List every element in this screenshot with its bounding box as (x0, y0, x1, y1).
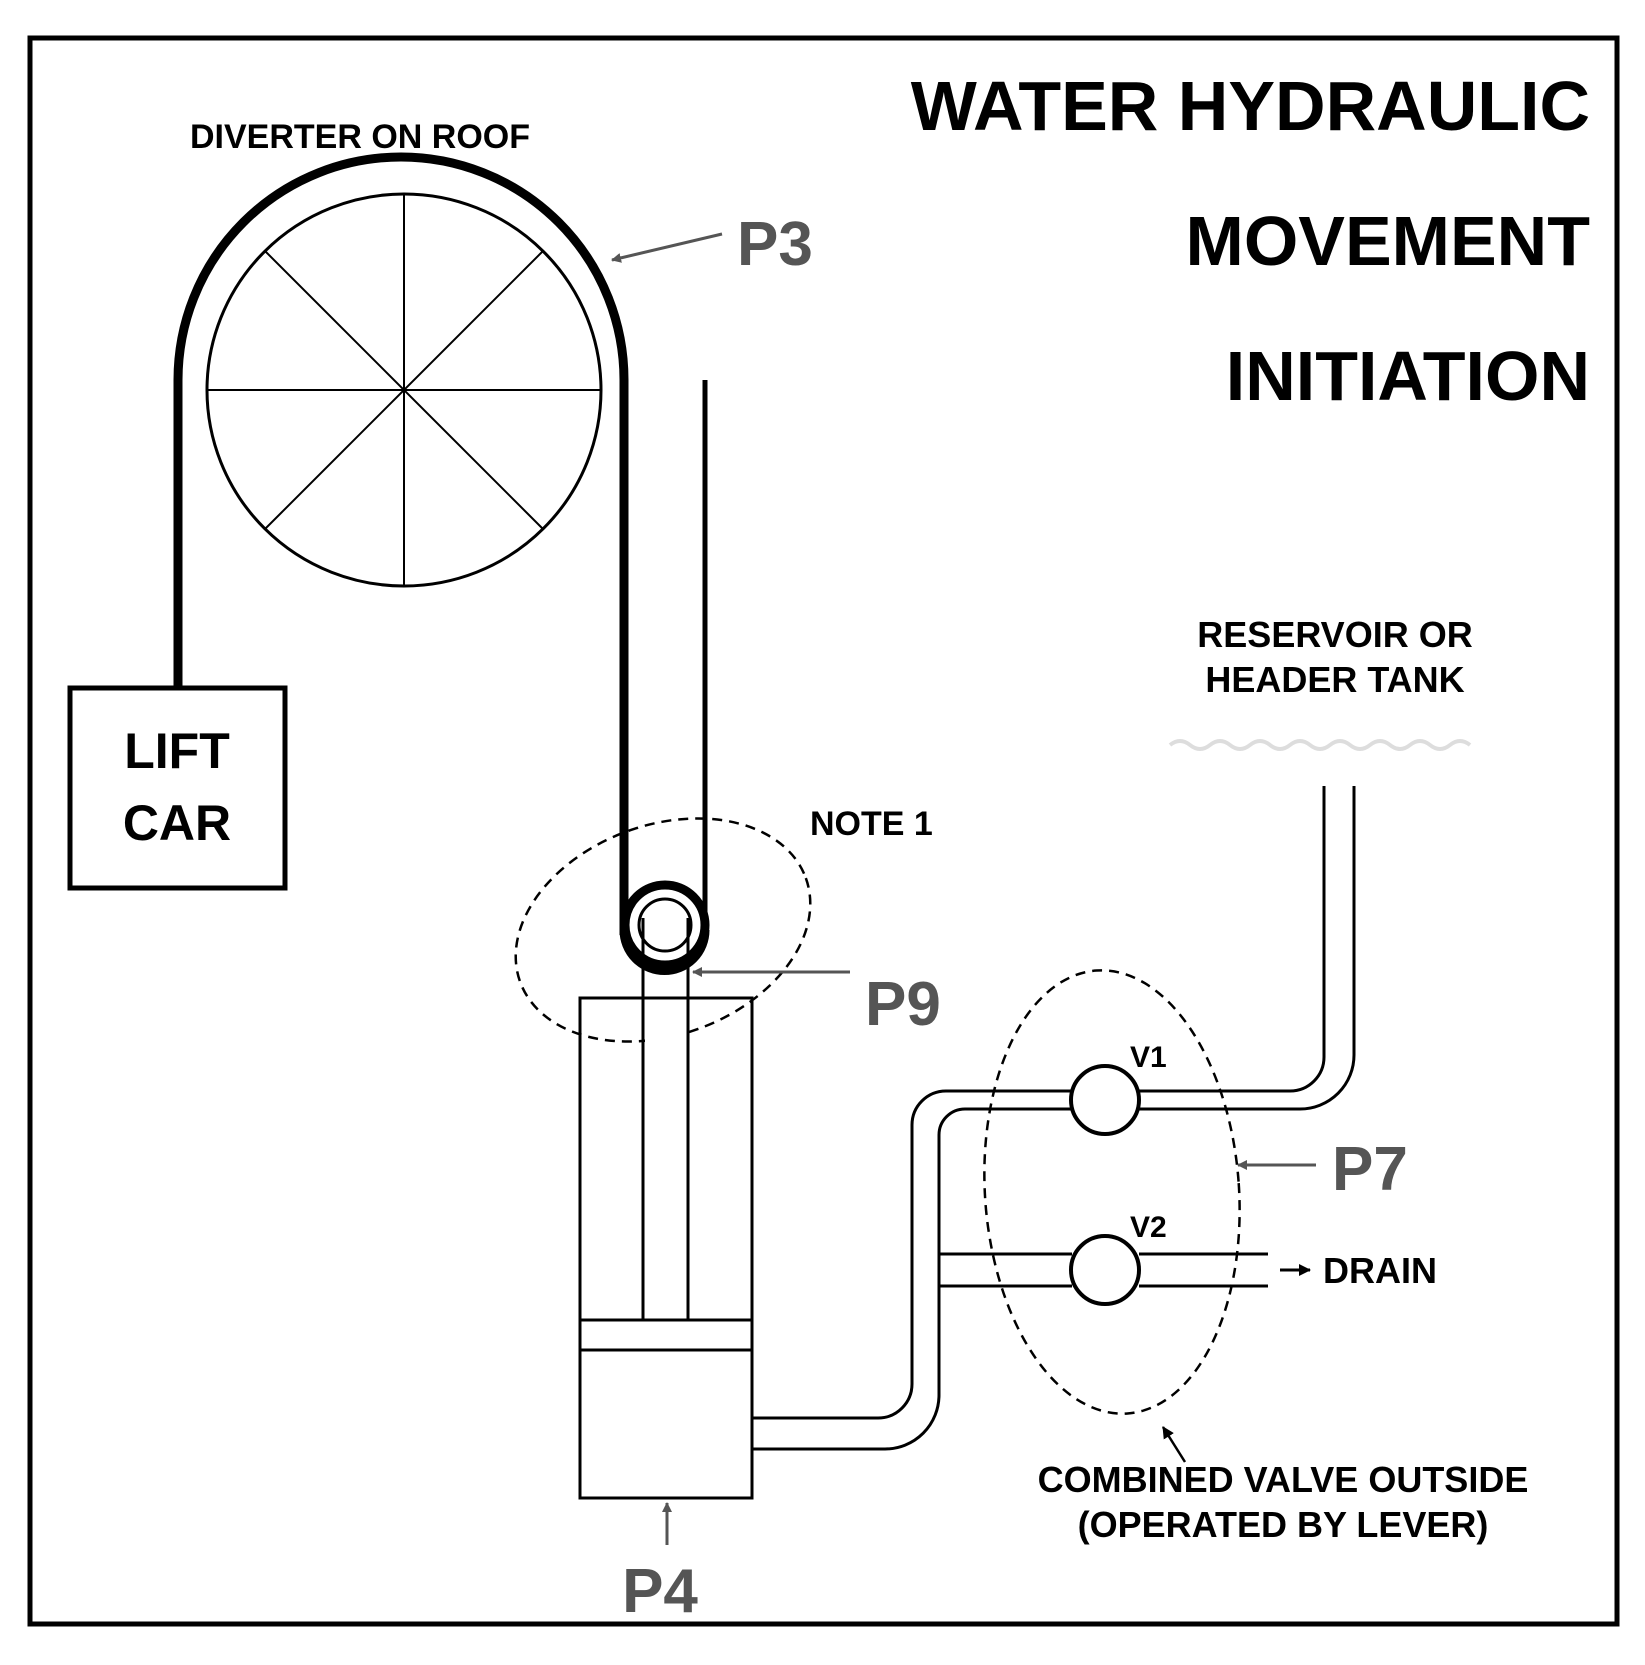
drain-pipe (1139, 1252, 1268, 1288)
combined-valve-label-2: (OPERATED BY LEVER) (1078, 1504, 1489, 1545)
valve-v1: V1 (1069, 1041, 1167, 1136)
supply-pipe (752, 1089, 1072, 1451)
reservoir-pipe (1139, 786, 1356, 1111)
p7-label: P7 (1332, 1135, 1408, 1204)
valve-v2: V2 (1069, 1211, 1167, 1306)
combined-valve-zone (983, 969, 1241, 1415)
p3-label: P3 (737, 210, 813, 279)
lift-car-label-2: CAR (123, 795, 231, 851)
title-line-1: WATER HYDRAULIC (911, 67, 1590, 145)
valve-v2-label: V2 (1130, 1211, 1167, 1244)
note-1-label: NOTE 1 (810, 805, 933, 843)
ram-pulley (619, 880, 710, 975)
reservoir-label-2: HEADER TANK (1205, 659, 1464, 700)
title-line-2: MOVEMENT (1186, 202, 1590, 280)
diverter-wheel (205, 192, 603, 588)
combined-valve-arrow (1161, 1426, 1187, 1463)
valve-v1-label: V1 (1130, 1041, 1167, 1074)
lift-car: LIFT CAR (67, 685, 288, 891)
rope (173, 152, 629, 935)
piston-rod (641, 918, 690, 1320)
combined-valve-label-1: COMBINED VALVE OUTSIDE (1038, 1459, 1529, 1500)
p3-arrow (611, 232, 723, 263)
p4-label: P4 (622, 1557, 698, 1626)
reservoir-label-1: RESERVOIR OR (1197, 614, 1472, 655)
p9-label: P9 (865, 970, 941, 1039)
diverter-label: DIVERTER ON ROOF (190, 118, 530, 156)
lift-car-label-1: LIFT (124, 723, 230, 779)
title-line-3: INITIATION (1226, 337, 1590, 415)
reservoir-water-surface (1168, 739, 1472, 751)
note-1-zone (514, 817, 812, 1043)
drain-label: DRAIN (1323, 1250, 1437, 1291)
outer-frame (27, 35, 1620, 1627)
hydraulic-cylinder (578, 996, 754, 1500)
